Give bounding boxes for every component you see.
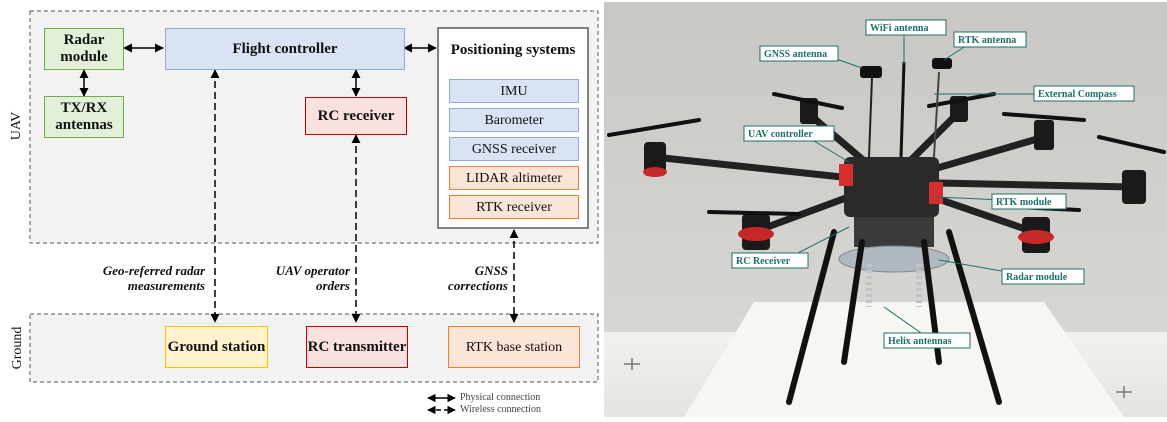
- uav-photo: WiFi antenna GNSS antenna RTK antenna Ex…: [604, 2, 1167, 417]
- floor-markers: [624, 358, 1132, 398]
- rc-transmitter-block: RC transmitter: [306, 326, 408, 368]
- gnss-mast: [868, 76, 873, 158]
- positioning-item: Barometer: [449, 108, 579, 132]
- flight-controller-block: Flight controller: [165, 28, 405, 70]
- gnss-antenna-puck: [860, 66, 882, 78]
- uav-controller-red: [839, 164, 853, 186]
- txrx-antennas-block: TX/RX antennas: [44, 96, 124, 138]
- rtk-mast: [933, 71, 940, 158]
- wifi-antenna-mast: [899, 61, 906, 158]
- rtk-base-station-block: RTK base station: [448, 326, 580, 368]
- callout-external-compass: External Compass: [1038, 89, 1117, 100]
- helix-antennas: [866, 264, 922, 307]
- georeferred-label: Geo-referred radar measurements: [102, 263, 205, 293]
- callout-helix-antennas: Helix antennas: [888, 336, 952, 347]
- legend-physical-label: Physical connection: [460, 392, 541, 403]
- callout-rc-receiver: RC Receiver: [736, 256, 791, 267]
- callout-gnss-antenna: GNSS antenna: [764, 49, 827, 60]
- operator-orders-label: UAV operator orders: [275, 263, 350, 293]
- ground-section-label: Ground: [10, 326, 25, 370]
- gnss-corrections-label: GNSS corrections: [448, 263, 508, 293]
- uav-red-bracket: [929, 182, 943, 204]
- positioning-item: IMU: [449, 79, 579, 103]
- uav-section-label: UAV: [9, 111, 24, 141]
- positioning-item: RTK receiver: [449, 195, 579, 219]
- callout-radar-module: Radar module: [1006, 272, 1068, 283]
- positioning-systems-title: Positioning systems: [440, 30, 586, 70]
- rtk-antenna-puck: [932, 58, 952, 69]
- uav-photo-illustration: WiFi antenna GNSS antenna RTK antenna Ex…: [604, 2, 1167, 417]
- callout-uav-controller: UAV controller: [748, 129, 813, 140]
- callout-rtk-module: RTK module: [996, 197, 1052, 208]
- lower-payload: [854, 217, 934, 247]
- positioning-item: GNSS receiver: [449, 137, 579, 161]
- callout-boxes: [731, 19, 1135, 349]
- rc-receiver-block: RC receiver: [305, 97, 407, 135]
- callout-rtk-antenna: RTK antenna: [958, 35, 1016, 46]
- motor-red-caps: [643, 167, 1054, 244]
- uav-body: [844, 157, 939, 217]
- callout-wifi-antenna: WiFi antenna: [870, 23, 928, 34]
- ground-station-block: Ground station: [165, 326, 268, 368]
- legend-wireless-label: Wireless connection: [460, 404, 541, 415]
- positioning-item: LIDAR altimeter: [449, 166, 579, 190]
- system-block-diagram: UAV Ground Radar module TX/RX antennas F…: [9, 10, 599, 415]
- radar-module-block: Radar module: [44, 28, 124, 70]
